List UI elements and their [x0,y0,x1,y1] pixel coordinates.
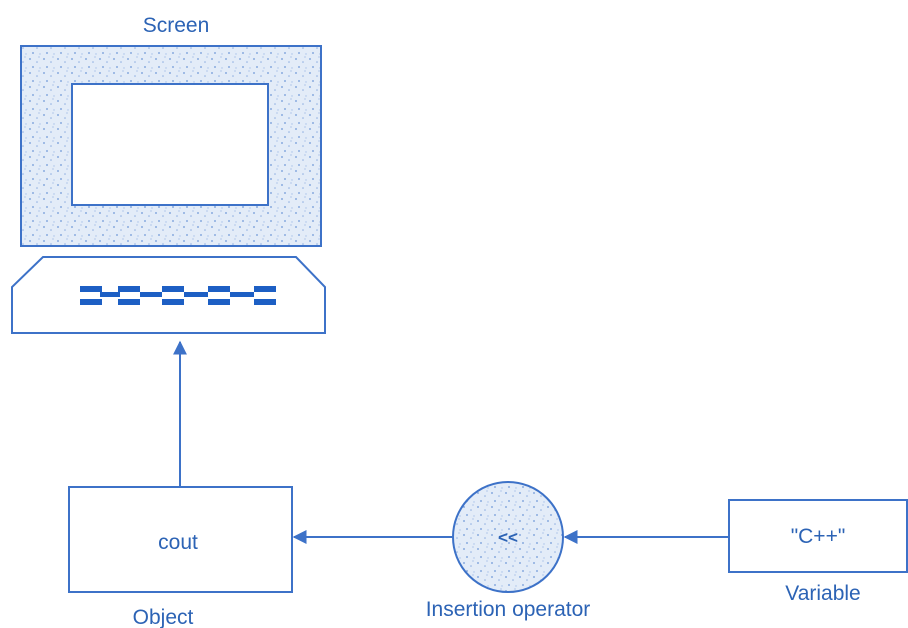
keyboard-key [162,299,184,305]
keyboard-key [254,299,276,305]
keyboard-key-bar [184,292,208,297]
keyboard-key-bar [230,292,254,297]
keyboard-key [254,286,276,292]
keyboard-key [118,299,140,305]
keyboard-key [208,286,230,292]
insertion-operator-circle [452,481,564,593]
keyboard-key [80,286,102,292]
keyboard-key [118,286,140,292]
insertion-operator-symbol: << [498,528,518,547]
keyboard-key [208,299,230,305]
object-text: cout [158,531,198,554]
keyboard-key [162,286,184,292]
insertion-operator-label: Insertion operator [426,598,591,621]
variable-text: "C++" [791,525,846,548]
object-label: Object [133,606,194,628]
keyboard-body [11,256,326,334]
object-box [68,486,293,593]
screen-label: Screen [143,14,210,37]
keyboard-keys [80,286,276,305]
keyboard-key [80,299,102,305]
variable-box [728,499,908,573]
keyboard-icon [11,256,326,334]
keyboard-key-bar [140,292,162,297]
keyboard-key-bar [100,292,120,297]
monitor-display [71,83,269,206]
monitor-icon [20,45,322,247]
variable-label: Variable [785,582,861,605]
